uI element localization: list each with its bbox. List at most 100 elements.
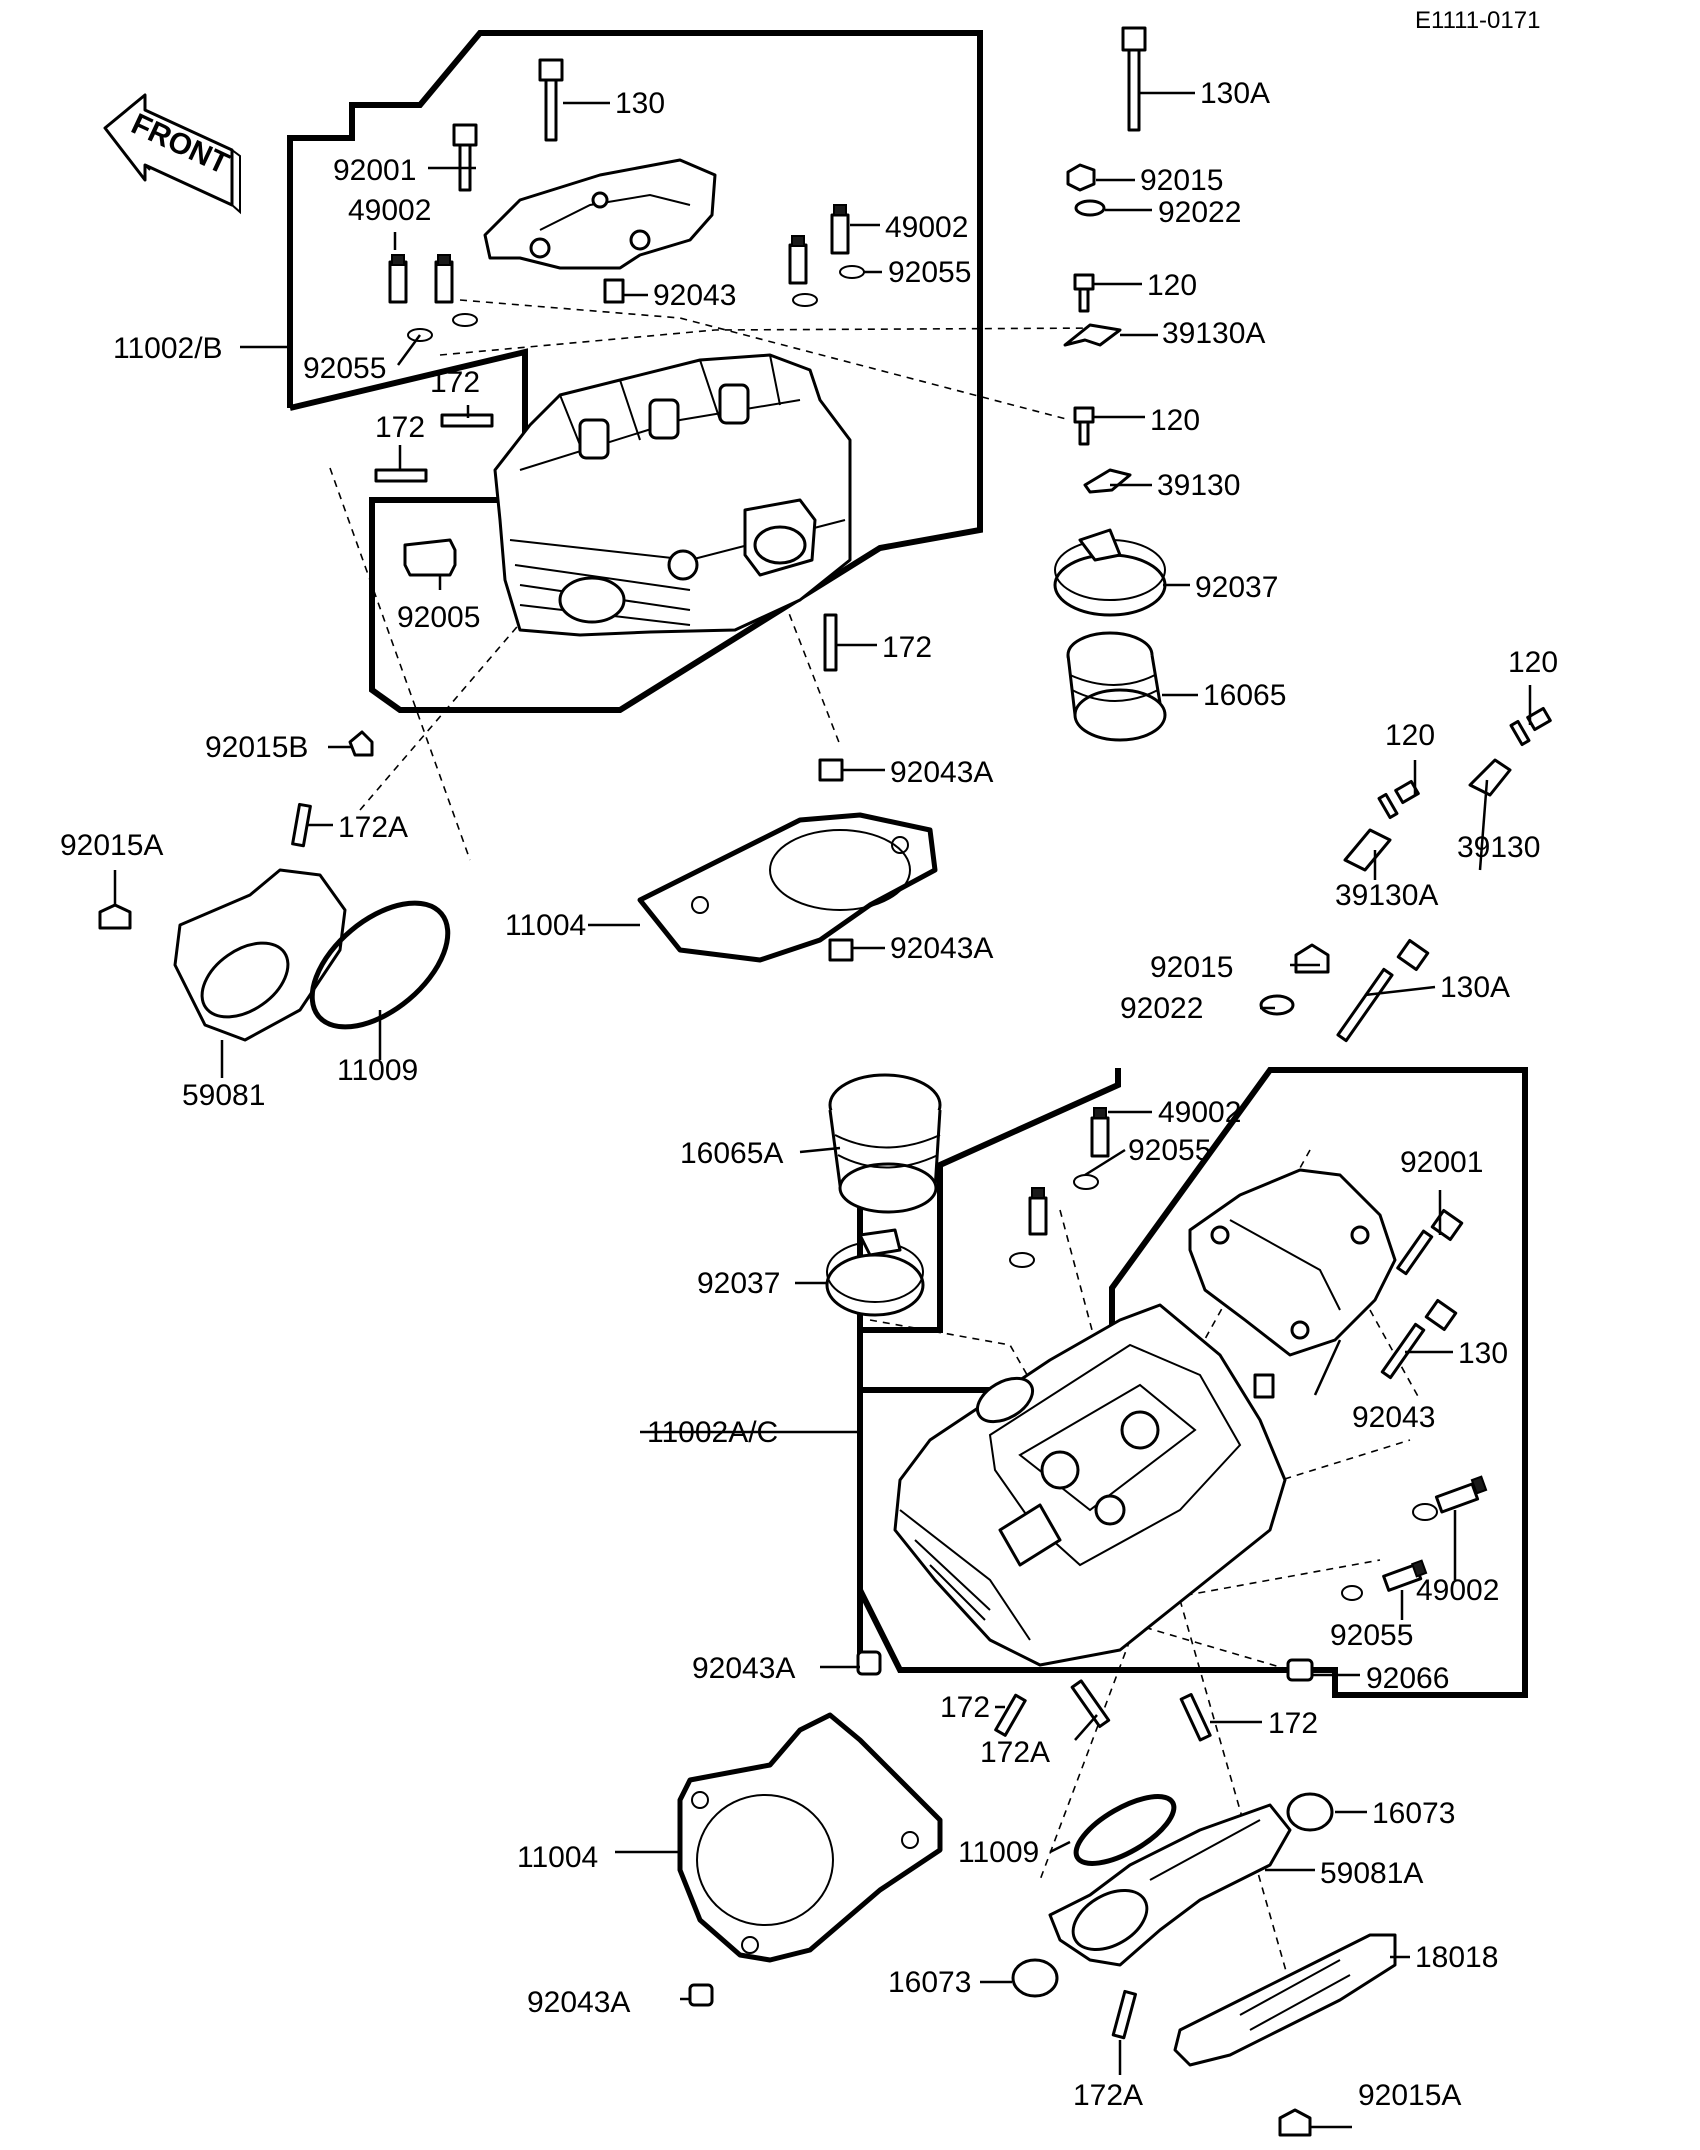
bolt-icon: [538, 58, 564, 142]
dowel-pin-icon: [1253, 1373, 1275, 1399]
part-label: 92015A: [1358, 2079, 1461, 2112]
part-label: 49002: [348, 194, 431, 227]
part-label: 39130: [1457, 831, 1540, 864]
part-label: 18018: [1415, 1941, 1498, 1974]
part-label: 92037: [697, 1267, 780, 1300]
part-label: 16065: [1203, 679, 1286, 712]
part-label: 92005: [397, 601, 480, 634]
part-label: 11002A/C: [647, 1416, 778, 1449]
part-label: 120: [1147, 269, 1197, 302]
part-label: 120: [1150, 404, 1200, 437]
oil-plug-icon: [388, 254, 478, 342]
cylinder-head-upper: [493, 353, 852, 637]
part-label: 92015B: [205, 731, 308, 764]
plug-icon: [403, 538, 457, 577]
part-label: 92022: [1158, 196, 1241, 229]
dowel-pin-icon: [818, 758, 844, 782]
part-label: 49002: [1416, 1574, 1499, 1607]
part-label: 92043A: [890, 932, 993, 965]
part-label: 92001: [1400, 1146, 1483, 1179]
bolt-icon: [1121, 26, 1147, 132]
bolt-icon: [1380, 1298, 1458, 1380]
leader-line: [1313, 1339, 1342, 1396]
cylinder-gasket-lower: [677, 1712, 943, 1963]
camshaft-holder: [483, 158, 717, 270]
part-label: 92043: [653, 279, 736, 312]
part-label: 130: [1458, 1337, 1508, 1370]
bolt-icon: [1336, 938, 1430, 1043]
front-arrow-icon: [103, 93, 241, 215]
part-label: 130A: [1440, 971, 1510, 1004]
diagram-code: E1111-0171: [1415, 7, 1540, 34]
part-label: 49002: [885, 211, 968, 244]
part-label: 92043A: [692, 1652, 795, 1685]
part-label: 92015: [1140, 164, 1223, 197]
part-label: 172: [940, 1691, 990, 1724]
leader-line: [799, 1146, 841, 1154]
cylinder-gasket-upper: [637, 812, 938, 963]
part-label: 172A: [1073, 2079, 1143, 2112]
part-label: 92043: [1352, 1401, 1435, 1434]
leader-line: [1074, 1714, 1098, 1741]
part-label: 49002: [1158, 1096, 1241, 1129]
clamp-bracket-icon: [1343, 828, 1392, 872]
part-label: 172A: [980, 1736, 1050, 1769]
stud-bolt-icon: [1111, 1989, 1137, 2040]
part-label: 11002/B: [113, 332, 223, 365]
oil-plug-icon: [1382, 1475, 1488, 1592]
nut-icon: [1066, 163, 1096, 192]
part-label: 16065A: [680, 1137, 783, 1170]
part-label: 39130A: [1335, 879, 1438, 912]
dowel-pin-icon: [1286, 1658, 1314, 1682]
leader-line: [396, 334, 422, 366]
camshaft-holder-lower: [1188, 1168, 1397, 1357]
part-label: 130A: [1200, 77, 1270, 110]
cap-nut-icon: [1294, 943, 1330, 974]
part-label: 92043A: [527, 1986, 630, 2019]
part-label: 92015A: [60, 829, 163, 862]
part-label: 92066: [1366, 1662, 1449, 1695]
hose-clamp-icon: [825, 1253, 925, 1317]
upper-assembly-box: [287, 30, 983, 713]
part-label: 92043A: [890, 756, 993, 789]
washer-icon: [1074, 199, 1106, 217]
hose-clamp-icon: [1053, 553, 1167, 617]
bolt-icon: [452, 123, 478, 192]
leader-line: [1364, 985, 1436, 997]
part-label: 11004: [517, 1841, 598, 1874]
leader-line: [1049, 1840, 1071, 1854]
part-label: 11009: [958, 1836, 1039, 1869]
part-label: 172A: [338, 811, 408, 844]
dowel-pin-icon: [688, 1983, 714, 2007]
oil-plug-icon: [1009, 1107, 1110, 1268]
insulator-icon: [1286, 1792, 1334, 1832]
stud-bolt-icon: [291, 802, 312, 848]
o-ring-left: [309, 900, 451, 1030]
lower-assembly-box: [857, 1067, 1528, 1698]
part-label: 92055: [1128, 1134, 1211, 1167]
part-label: 59081A: [1320, 1857, 1423, 1890]
dowel-pin-icon: [856, 1650, 882, 1676]
part-label: 92037: [1195, 571, 1278, 604]
part-label: 92022: [1120, 992, 1203, 1025]
part-label: 16073: [888, 1966, 971, 1999]
part-label: 92055: [303, 352, 386, 385]
part-labels: 130 130A 92001 92015 49002 92022 49002 9…: [60, 77, 1558, 2112]
part-label: 92055: [1330, 1619, 1413, 1652]
part-label: 11004: [505, 909, 586, 942]
cylinder-head-lower: [893, 1303, 1287, 1667]
intake-boot-icon: [828, 1073, 942, 1214]
part-label: 92015: [1150, 951, 1233, 984]
leader-line: [1478, 779, 1489, 871]
dowel-pin-icon: [828, 938, 854, 962]
part-label: 92055: [888, 256, 971, 289]
part-label: 120: [1385, 719, 1435, 752]
air-duct-icon: [1173, 1933, 1397, 2067]
cap-nut-icon: [98, 903, 132, 930]
o-ring-lower: [1073, 1794, 1177, 1866]
part-label: 11009: [337, 1054, 418, 1087]
part-label: 172: [1268, 1707, 1318, 1740]
stud-bolt-icon: [994, 1679, 1212, 1742]
bolt-icon: [1396, 1208, 1464, 1276]
